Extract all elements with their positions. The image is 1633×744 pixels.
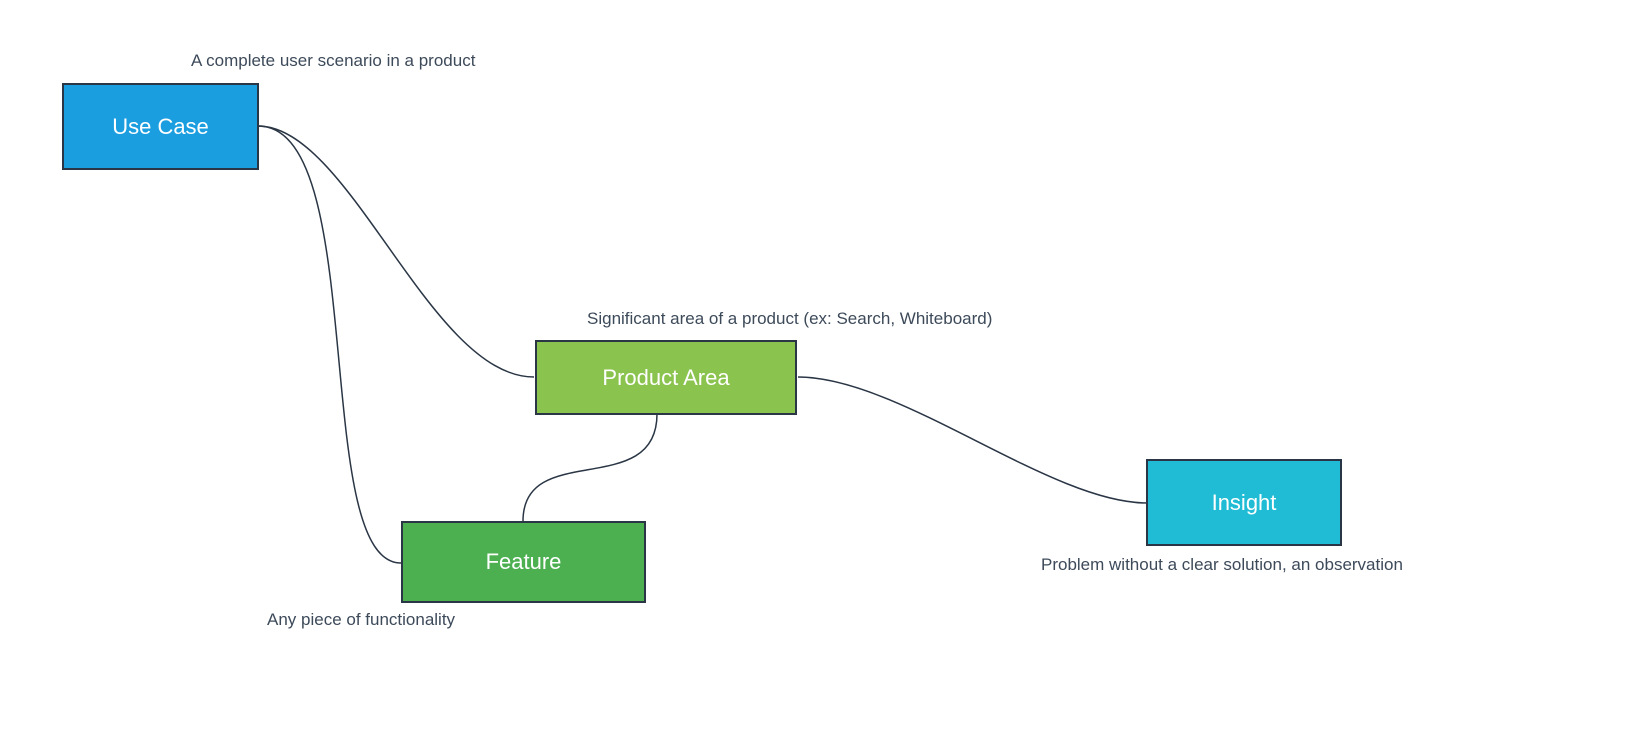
insight-caption: Problem without a clear solution, an obs… [1041, 555, 1403, 574]
edge-use-case-feature[interactable] [257, 125, 402, 564]
edge-product-area-feature[interactable] [522, 413, 658, 522]
product-area-node[interactable]: Product Area [535, 340, 797, 415]
edge-product-area-insight[interactable] [797, 376, 1148, 504]
use-case-caption: A complete user scenario in a product [191, 51, 476, 70]
feature-node[interactable]: Feature [401, 521, 646, 603]
feature-label: Feature [485, 549, 562, 574]
insight-node[interactable]: Insight [1146, 459, 1342, 546]
edge-use-case-product-area[interactable] [257, 125, 535, 378]
product-area-label: Product Area [602, 364, 730, 390]
product-area-caption: Significant area of a product (ex: Searc… [587, 309, 993, 328]
insight-label: Insight [1211, 489, 1277, 515]
use-case-label: Use Case [112, 113, 209, 139]
feature-caption: Any piece of functionality [267, 610, 456, 629]
use-case-node[interactable]: Use Case [62, 83, 259, 170]
